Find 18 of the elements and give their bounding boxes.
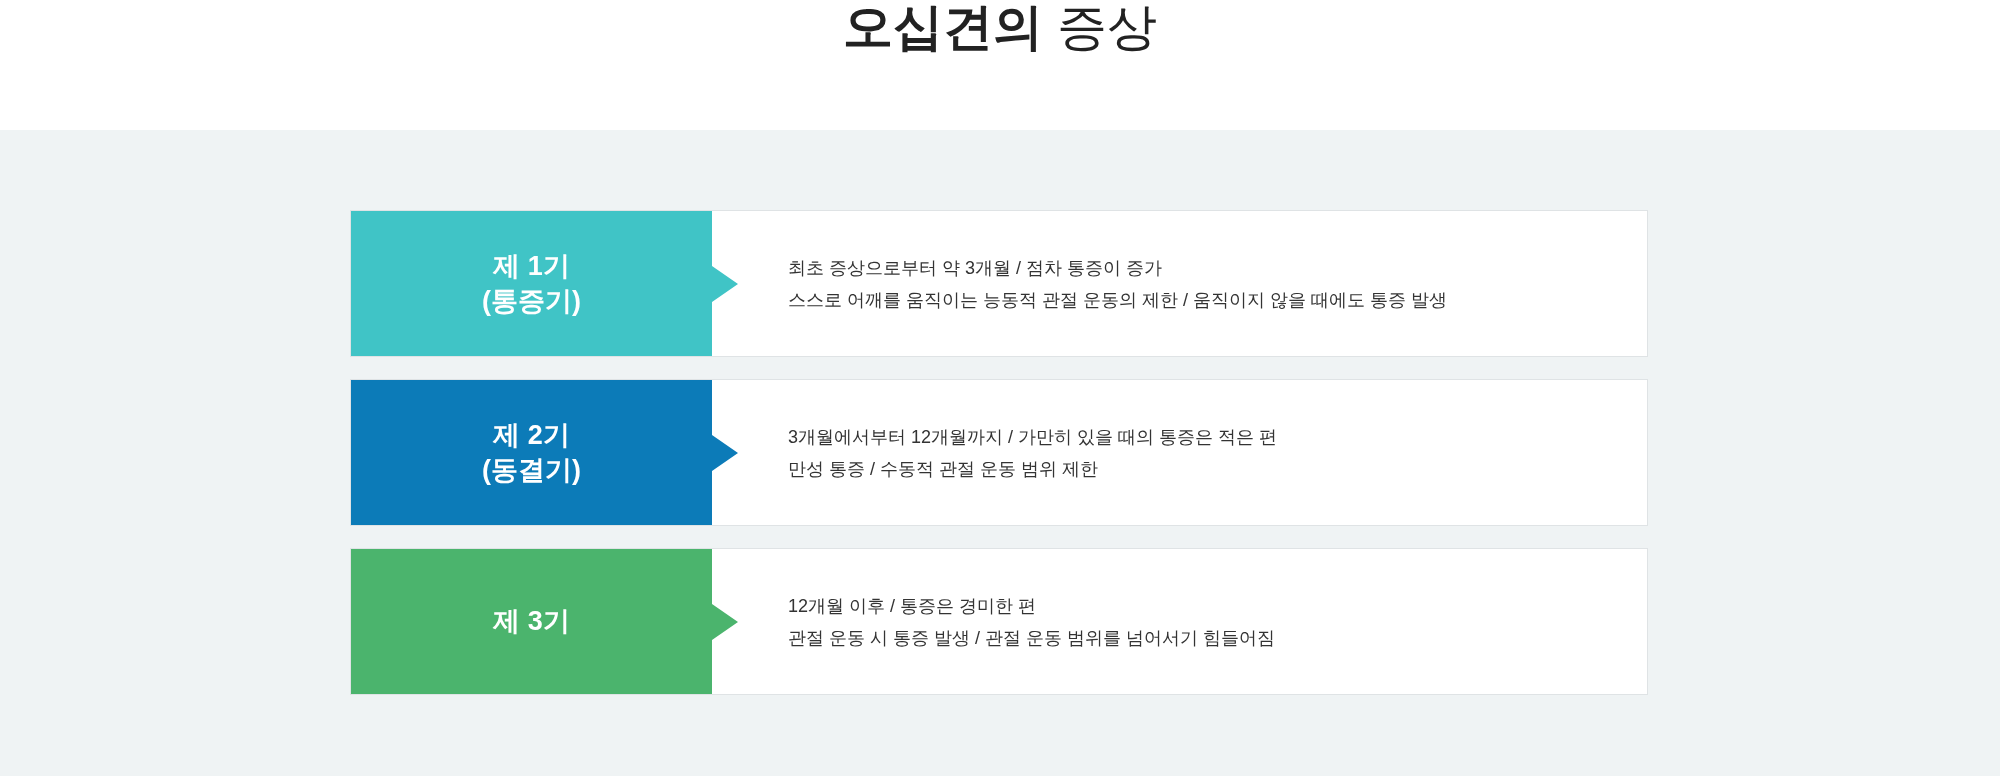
stage-label: 제 1기	[493, 249, 570, 283]
symptom-card	[350, 548, 1648, 695]
symptom-text: 스스로 어깨를 움직이는 능동적 관절 운동의 제한 / 움직이지 않을 때에도 통증 발생	[788, 288, 1447, 312]
symptom-text: 3개월에서부터 12개월까지 / 가만히 있을 때의 통증은 적은 편	[788, 425, 1278, 449]
symptom-text: 12개월 이후 / 통증은 경미한 편	[788, 594, 1038, 618]
stage-label: (동결기)	[482, 453, 581, 487]
symptom-card	[350, 210, 1648, 357]
stage-tab	[351, 380, 738, 525]
symptom-text: 관절 운동 시 통증 발생 / 관절 운동 범위를 넘어서기 힘들어짐	[788, 626, 1275, 650]
stage-label: (통증기)	[482, 284, 581, 318]
stage-tab	[351, 549, 738, 694]
stage-tab	[351, 211, 738, 356]
symptom-card	[350, 379, 1648, 526]
stage-label: 제 2기	[493, 418, 570, 452]
stage-label: 제 3기	[493, 605, 570, 638]
symptom-text: 만성 통증 / 수동적 관절 운동 범위 제한	[788, 457, 1099, 481]
title: 오십견의 증상	[842, 0, 1158, 54]
symptom-text: 최초 증상으로부터 약 3개월 / 점차 통증이 증가	[788, 256, 1164, 280]
